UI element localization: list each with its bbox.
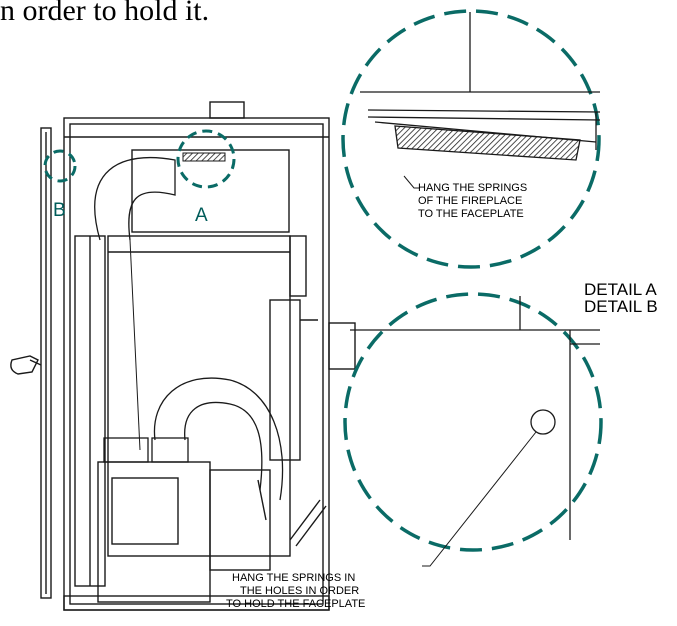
upper-duct <box>94 156 176 241</box>
detail-b-note-line-3: TO HOLD THE FACEPLATE <box>226 598 365 610</box>
marker-label-a: A <box>195 205 208 226</box>
detail-a-note-line-1: HANG THE SPRINGS <box>418 182 527 194</box>
detail-a-note-line-3: TO THE FACEPLATE <box>418 208 524 220</box>
marker-circle-a <box>176 129 236 189</box>
detail-a-note-line-2: OF THE FIREPLACE <box>418 195 522 207</box>
detail-a-circle <box>341 9 601 269</box>
detail-b-title: DETAIL B <box>584 297 658 316</box>
detail-b <box>343 292 603 567</box>
detail-b-circle <box>343 292 603 552</box>
detail-a: HANG THE SPRINGS OF THE FIREPLACE TO THE… <box>341 9 601 269</box>
lower-duct <box>153 377 284 501</box>
bottom-unit <box>97 461 211 603</box>
spring-hatch-marker-a <box>182 152 226 162</box>
detail-b-note-line-1: HANG THE SPRINGS IN <box>232 572 355 584</box>
marker-label-b: B <box>53 200 66 221</box>
detail-b-note-line-2: THE HOLES IN ORDER <box>240 585 359 597</box>
detail-a-title: DETAIL A <box>584 280 657 299</box>
detail-markers <box>43 129 236 189</box>
spring-hole <box>530 409 556 435</box>
side-connector <box>328 322 356 370</box>
flex-ducts <box>94 156 284 501</box>
fireplace-side-view <box>10 101 356 611</box>
firebox <box>107 235 291 557</box>
page-heading-fragment: n order to hold it. <box>0 0 210 27</box>
marker-circle-b <box>43 149 77 183</box>
faceplate-handle <box>10 355 39 375</box>
top-chamber <box>131 149 290 233</box>
faceplate-panel <box>40 127 52 599</box>
